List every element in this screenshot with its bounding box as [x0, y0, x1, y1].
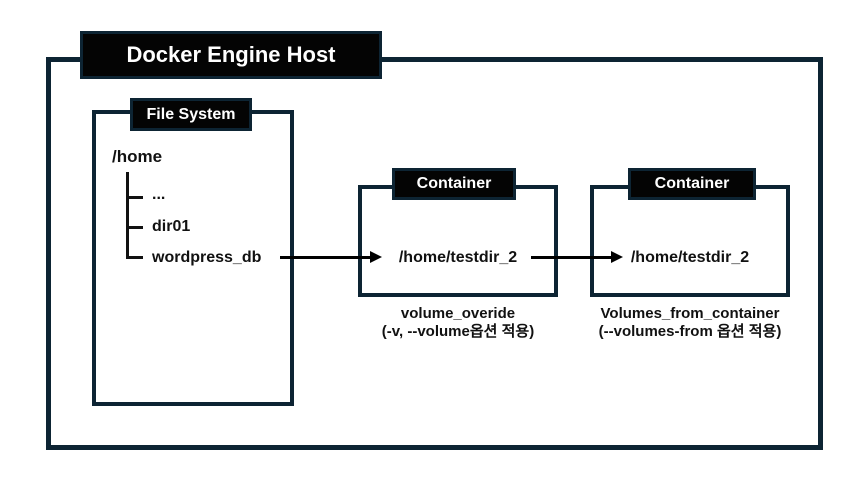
container1-caption-line2: (-v, --volume옵션 적용) — [381, 322, 535, 340]
container2-title-text: Container — [654, 175, 730, 192]
tree-branch-line — [126, 196, 143, 199]
tree-branch-line — [126, 256, 143, 259]
arrow-container1-to-container2-head — [611, 251, 623, 263]
arrow-host-to-container1-line — [280, 256, 372, 259]
file-system-box — [92, 110, 294, 406]
fs-tree-item-ellipsis: ... — [152, 186, 166, 203]
arrow-container1-to-container2-line — [531, 256, 613, 259]
file-system-label: File System — [130, 98, 252, 131]
docker-host-title-text: Docker Engine Host — [126, 42, 336, 67]
container2-box — [590, 185, 790, 297]
fs-root-path: /home — [112, 147, 163, 166]
container1-caption: volume_overide (-v, --volume옵션 적용) — [348, 305, 568, 340]
container1-label: Container — [392, 168, 516, 200]
container1-box — [358, 185, 558, 297]
file-system-title-text: File System — [146, 105, 236, 123]
container2-caption: Volumes_from_container (--volumes-from 옵… — [578, 305, 802, 340]
container2-mount-path: /home/testdir_2 — [630, 249, 750, 266]
container2-caption-line1: Volumes_from_container — [600, 305, 780, 322]
fs-tree-item-wordpress-db: wordpress_db — [152, 249, 262, 266]
tree-trunk-line — [126, 172, 129, 259]
container1-mount-path: /home/testdir_2 — [398, 249, 518, 266]
arrow-host-to-container1-head — [370, 251, 382, 263]
container2-label: Container — [628, 168, 756, 200]
container1-caption-line1: volume_overide — [400, 305, 516, 322]
docker-host-label: Docker Engine Host — [80, 31, 382, 79]
container1-title-text: Container — [416, 175, 492, 192]
container2-caption-line2: (--volumes-from 옵션 적용) — [598, 322, 782, 340]
tree-branch-line — [126, 226, 143, 229]
fs-tree-item-dir01: dir01 — [152, 218, 191, 235]
